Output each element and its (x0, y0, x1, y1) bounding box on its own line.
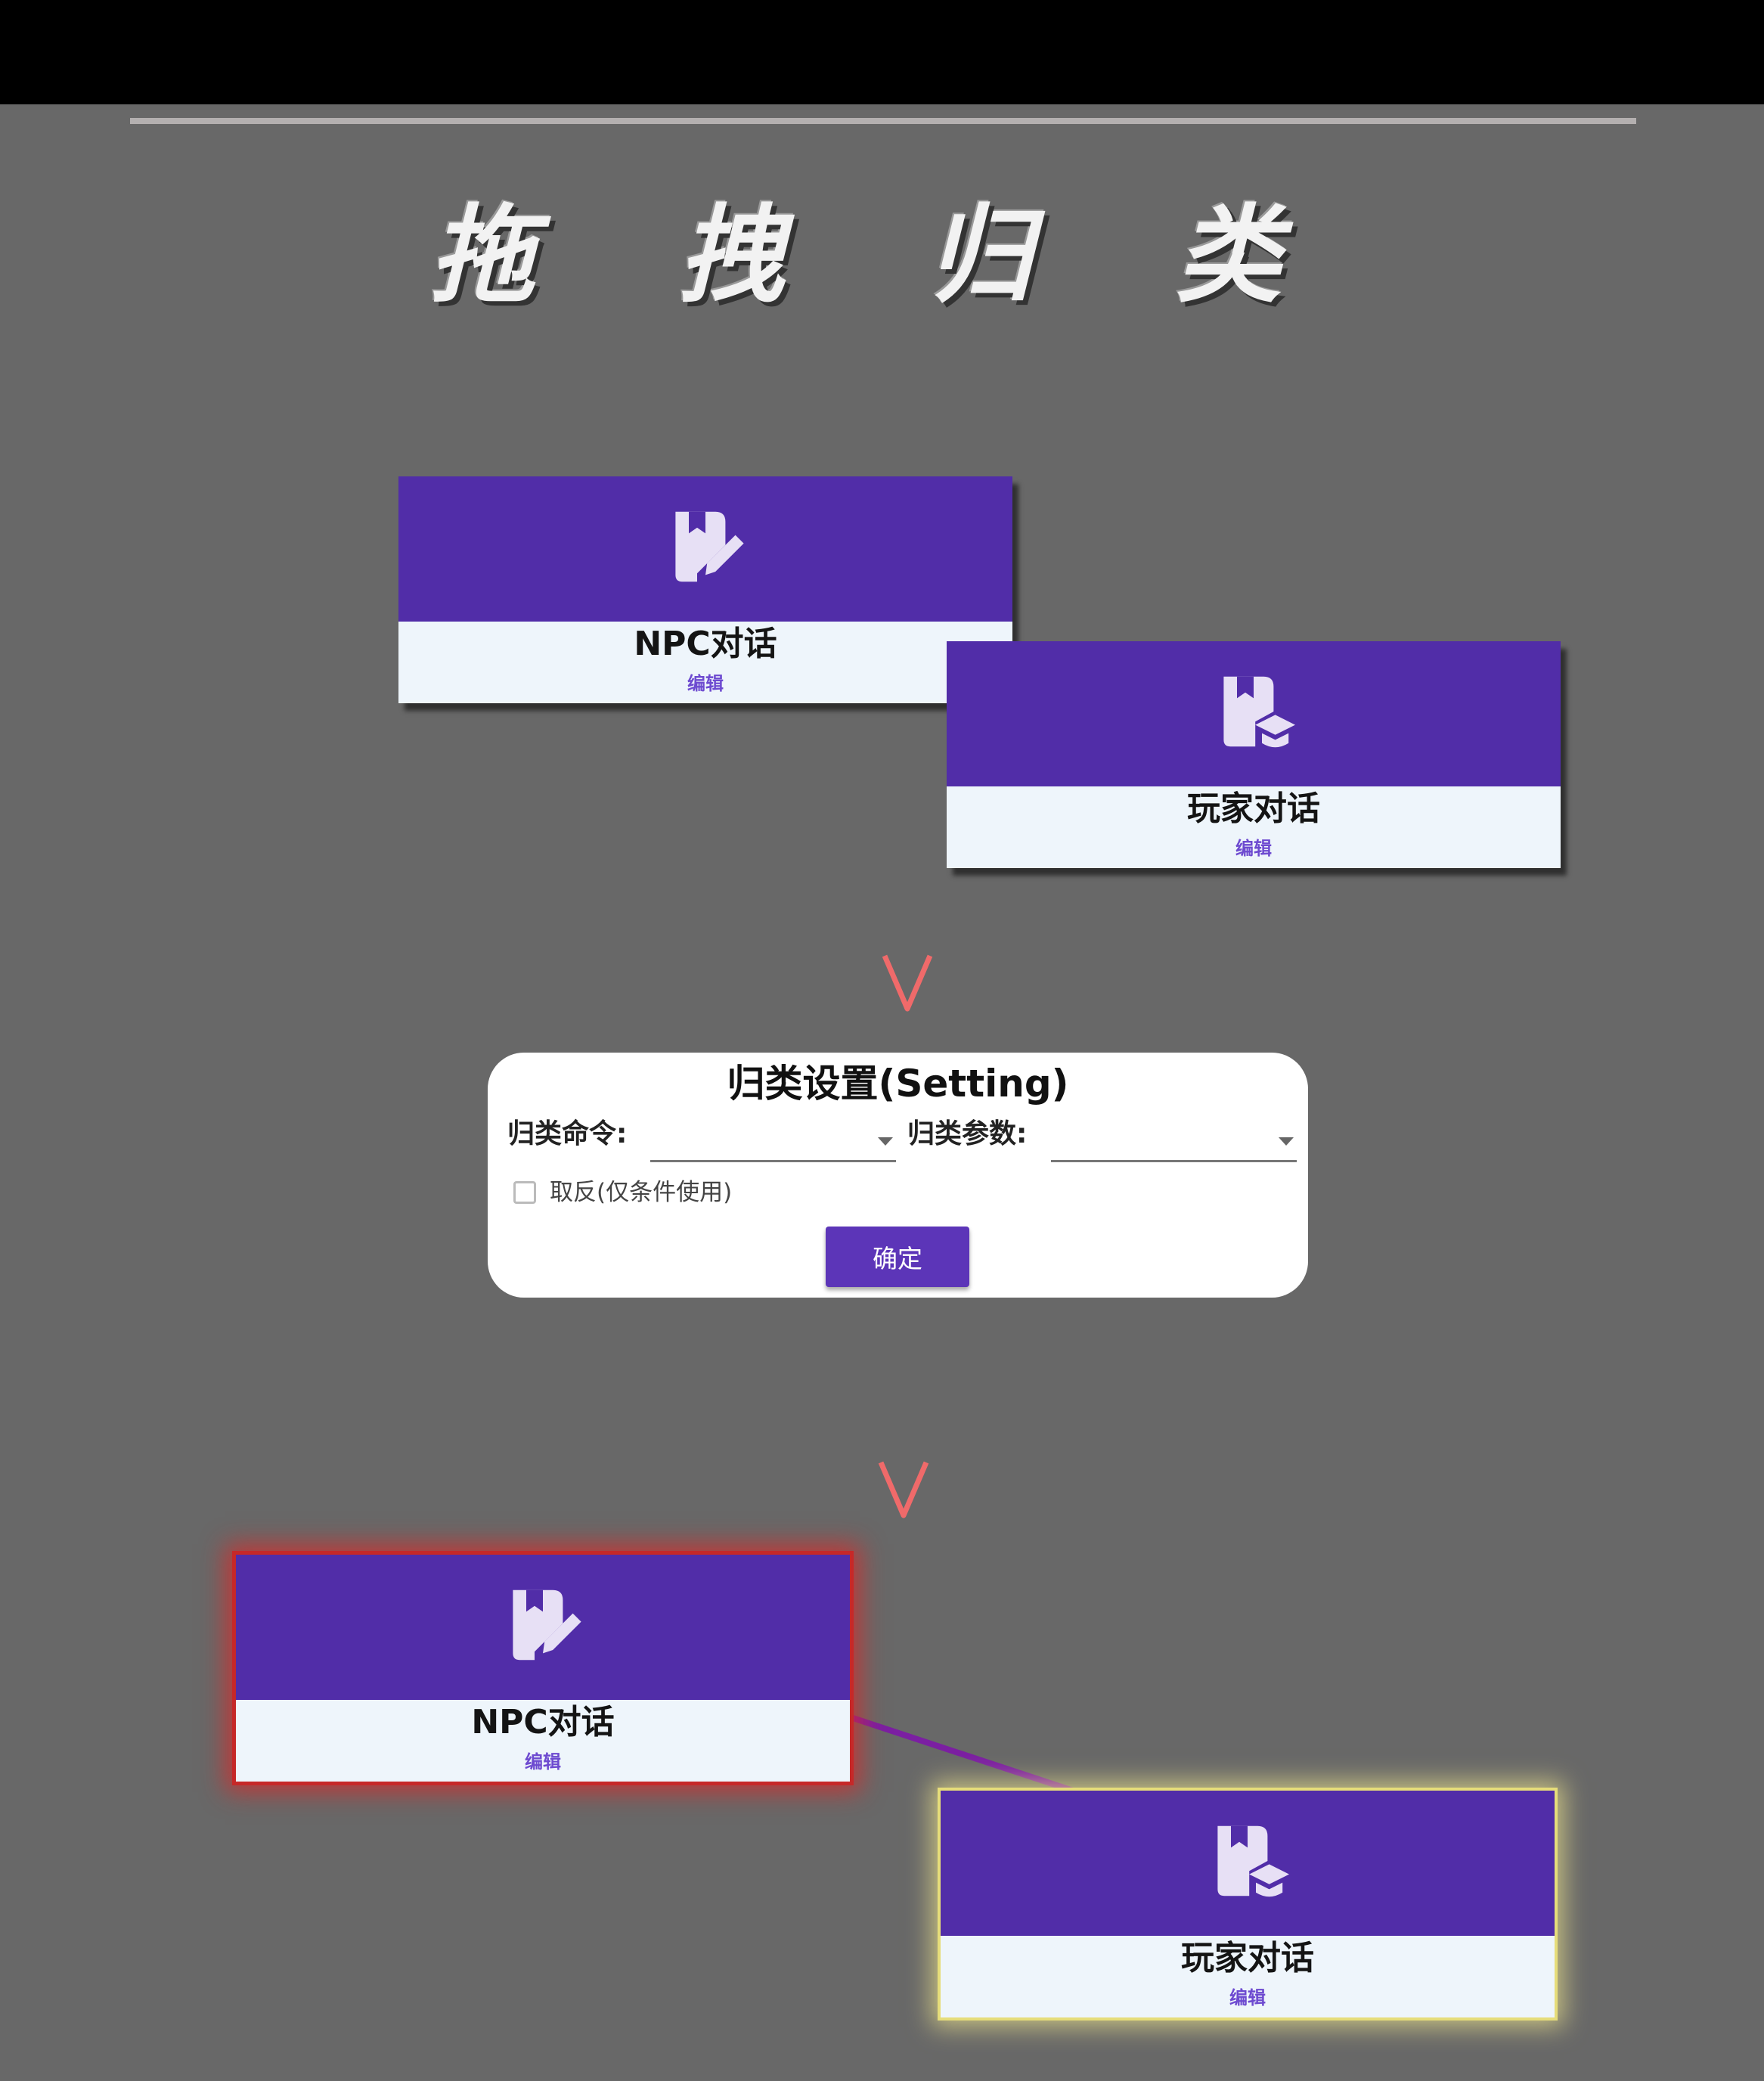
command-select[interactable] (650, 1116, 896, 1162)
node-body: 玩家对话 编辑 (947, 786, 1561, 868)
chevron-down-icon (1279, 1137, 1294, 1146)
chevron-down-icon (878, 1137, 893, 1146)
book-edit-icon (675, 511, 744, 582)
group-settings-dialog: 归类设置(Setting) 归类命令: 归类参数: 取反(仅条件使用) 确定 (488, 1053, 1308, 1298)
top-black-bar (0, 0, 1764, 104)
page-title: 拖 拽 归 类 (429, 194, 1335, 318)
param-select[interactable] (1051, 1116, 1297, 1162)
node-body: NPC对话 编辑 (236, 1700, 850, 1782)
node-header (398, 476, 1012, 622)
param-label: 归类参数: (907, 1118, 1028, 1149)
dialog-title: 归类设置(Setting) (727, 1062, 1069, 1106)
npc-node-grouped[interactable]: NPC对话 编辑 (236, 1555, 850, 1782)
node-title: NPC对话 (471, 1703, 615, 1741)
node-title: 玩家对话 (1187, 789, 1320, 828)
group-connector (847, 1713, 1079, 1795)
command-label: 归类命令: (507, 1118, 628, 1149)
node-header (236, 1555, 850, 1700)
invert-label[interactable]: 取反(仅条件使用) (550, 1179, 733, 1206)
npc-node-top[interactable]: NPC对话 编辑 (398, 476, 1012, 703)
confirm-button[interactable]: 确定 (826, 1227, 969, 1287)
player-node-top[interactable]: 玩家对话 编辑 (947, 641, 1561, 868)
node-header (941, 1791, 1555, 1936)
book-graduation-icon (1223, 676, 1295, 748)
edit-link[interactable]: 编辑 (687, 673, 724, 694)
edit-link[interactable]: 编辑 (1235, 838, 1272, 859)
node-body: NPC对话 编辑 (398, 622, 1012, 703)
node-header (947, 641, 1561, 786)
down-arrow-2-head (878, 1461, 929, 1518)
book-graduation-icon (1217, 1825, 1289, 1897)
node-title: 玩家对话 (1181, 1939, 1314, 1977)
down-arrow-1-head (882, 954, 933, 1012)
book-edit-icon (513, 1589, 581, 1661)
node-body: 玩家对话 编辑 (941, 1936, 1555, 2017)
invert-checkbox[interactable] (513, 1181, 536, 1204)
title-divider (130, 118, 1636, 124)
edit-link[interactable]: 编辑 (525, 1751, 561, 1772)
player-node-grouped[interactable]: 玩家对话 编辑 (941, 1791, 1555, 2017)
edit-link[interactable]: 编辑 (1229, 1987, 1266, 2008)
node-title: NPC对话 (634, 625, 777, 663)
